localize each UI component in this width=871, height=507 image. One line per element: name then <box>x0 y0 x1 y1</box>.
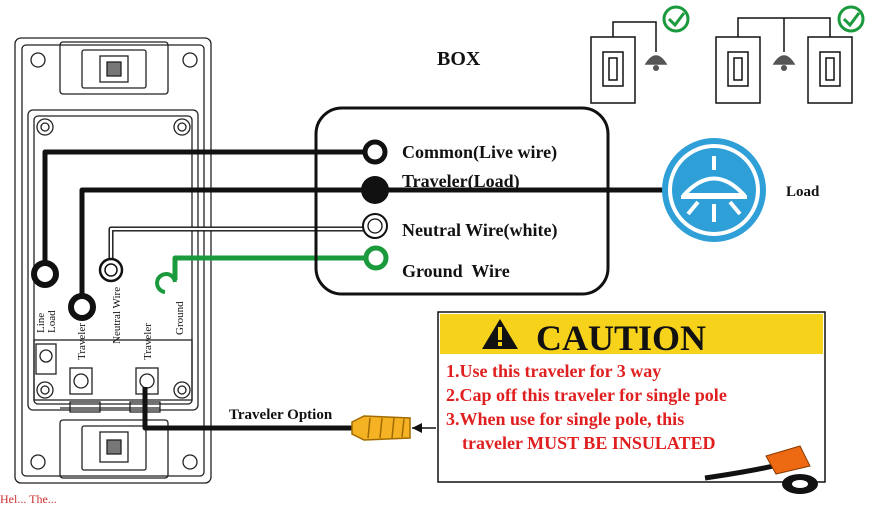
line-label: Line <box>35 313 47 333</box>
caution-line-2: 2.Cap off this traveler for single pole <box>446 385 727 405</box>
caution-line-1: 1.Use this traveler for 3 way <box>446 361 661 381</box>
junction-box: BOX Common(Live wire) Traveler(Load) Neu… <box>314 48 610 296</box>
traveler-label: Traveler <box>76 323 88 360</box>
common-label: Common(Live wire) <box>402 142 557 163</box>
footer-text: Hel... The... <box>0 492 57 506</box>
switch-labels: Line Load Traveler Neutral Wire Traveler… <box>35 287 186 360</box>
traveler-option-wire <box>142 387 352 431</box>
ground-terminal <box>155 272 177 294</box>
wire-nut-icon <box>351 415 411 441</box>
neutral-label: Neutral Wire <box>111 287 123 344</box>
caution-line-3: 3.When use for single pole, this <box>446 409 684 429</box>
switch-terminals <box>31 257 177 321</box>
load-label: Load <box>786 184 820 200</box>
check-icon-2 <box>837 5 865 33</box>
traveler-wire <box>79 187 665 305</box>
check-icon-1 <box>662 5 690 33</box>
box-title: BOX <box>437 48 481 70</box>
caution-box: CAUTION 1.Use this traveler for 3 way 2.… <box>437 311 826 494</box>
neutral-wire-outline <box>108 226 372 268</box>
load-label: Load <box>46 310 58 333</box>
ground-wire-label: Ground Wire <box>402 261 510 281</box>
traveler-load-terminal <box>361 176 389 204</box>
caution-title: CAUTION <box>536 318 706 358</box>
traveler2-label: Traveler <box>142 323 154 360</box>
ground-box-terminal <box>363 245 389 271</box>
traveler-terminal <box>68 293 96 321</box>
traveler-load-label: Traveler(Load) <box>402 171 520 192</box>
ground-label: Ground <box>174 301 186 335</box>
traveler-option-label: Traveler Option <box>229 407 333 423</box>
capped-wire-icon <box>704 445 818 494</box>
line-load-terminal <box>31 260 59 288</box>
single-pole-config <box>590 5 690 104</box>
warning-triangle-icon <box>482 319 518 349</box>
neutral-wire <box>109 227 372 268</box>
caution-line-4: traveler MUST BE INSULATED <box>462 433 716 453</box>
ceiling-light-icon <box>662 138 766 242</box>
common-terminal <box>362 139 388 165</box>
wires <box>42 149 665 433</box>
common-wire <box>42 149 372 272</box>
ground-wire <box>172 255 376 280</box>
neutral-wire-label: Neutral Wire(white) <box>402 220 557 241</box>
three-way-config <box>715 5 865 104</box>
